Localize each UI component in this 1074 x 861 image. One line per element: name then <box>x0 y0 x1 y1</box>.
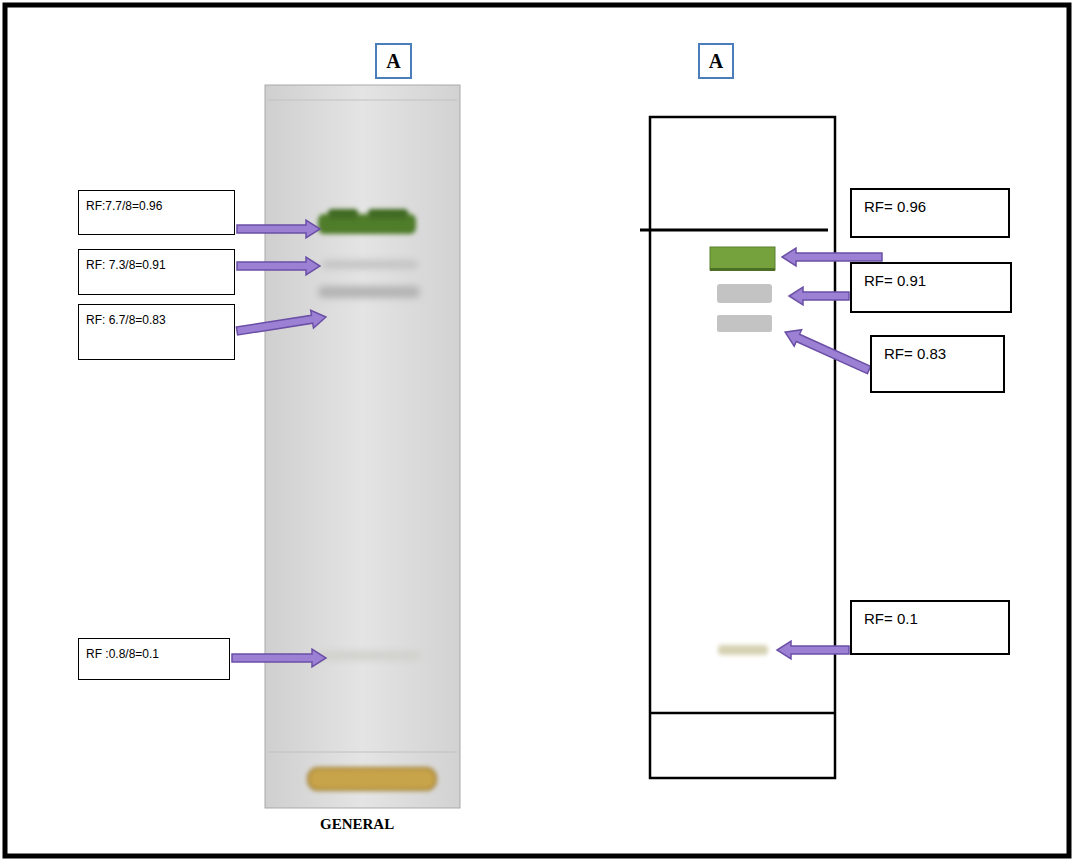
plate-body <box>265 85 460 808</box>
faint-band <box>320 651 420 660</box>
grey-band <box>717 284 772 303</box>
leader-arrow <box>237 220 320 238</box>
leader-arrow <box>781 324 872 378</box>
rf-callout-box: RF: 6.7/8=0.83 <box>78 304 235 360</box>
rf-callout-box: RF= 0.83 <box>870 335 1005 393</box>
plate-caption: GENERAL <box>320 816 394 833</box>
rf-callout-box: RF: 7.3/8=0.91 <box>78 249 235 295</box>
plate-outline <box>650 117 835 778</box>
green-band <box>710 247 775 270</box>
leader-arrow <box>236 308 328 340</box>
leader-arrow <box>237 257 320 275</box>
grey-band <box>318 286 420 298</box>
rf-value: RF= 0.83 <box>884 345 946 363</box>
rf-callout-box: RF :0.8/8=0.1 <box>78 638 230 680</box>
solvent-front-line <box>268 100 457 101</box>
leader-arrow <box>777 641 849 659</box>
leader-arrow <box>789 287 849 305</box>
panel-letter-box: A <box>375 43 412 79</box>
rf-value: RF: 6.7/8=0.83 <box>86 313 166 327</box>
origin-spot <box>308 768 436 790</box>
rf-callout-box: RF= 0.96 <box>850 188 1010 238</box>
grey-band <box>322 260 418 269</box>
rf-callout-box: RF= 0.1 <box>850 600 1010 655</box>
solvent-front-line <box>640 229 828 232</box>
panel-letter-box: A <box>698 43 734 79</box>
rf-value: RF:7.7/8=0.96 <box>86 199 162 213</box>
rf-value: RF= 0.91 <box>864 272 926 290</box>
rf-value: RF= 0.1 <box>864 610 918 628</box>
rf-value: RF: 7.3/8=0.91 <box>86 258 166 272</box>
rf-callout-box: RF= 0.91 <box>850 262 1012 313</box>
green-band-edge <box>368 209 408 219</box>
rf-value: RF :0.8/8=0.1 <box>86 647 159 661</box>
leader-arrows <box>232 220 882 667</box>
rf-callout-box: RF:7.7/8=0.96 <box>78 190 235 235</box>
leader-arrow <box>232 649 326 667</box>
outer-frame <box>5 5 1069 856</box>
grey-band <box>717 315 772 332</box>
rf-value: RF= 0.96 <box>864 198 926 216</box>
origin-line <box>650 712 835 715</box>
tlc-plate-schematic <box>640 117 835 778</box>
origin-line <box>268 752 457 753</box>
tlc-plate-photo <box>265 85 460 808</box>
panel-letter: A <box>709 49 723 73</box>
faint-band <box>718 645 768 655</box>
green-band-edge <box>328 209 358 219</box>
green-band-edge <box>710 268 775 271</box>
panel-letter: A <box>386 49 400 73</box>
